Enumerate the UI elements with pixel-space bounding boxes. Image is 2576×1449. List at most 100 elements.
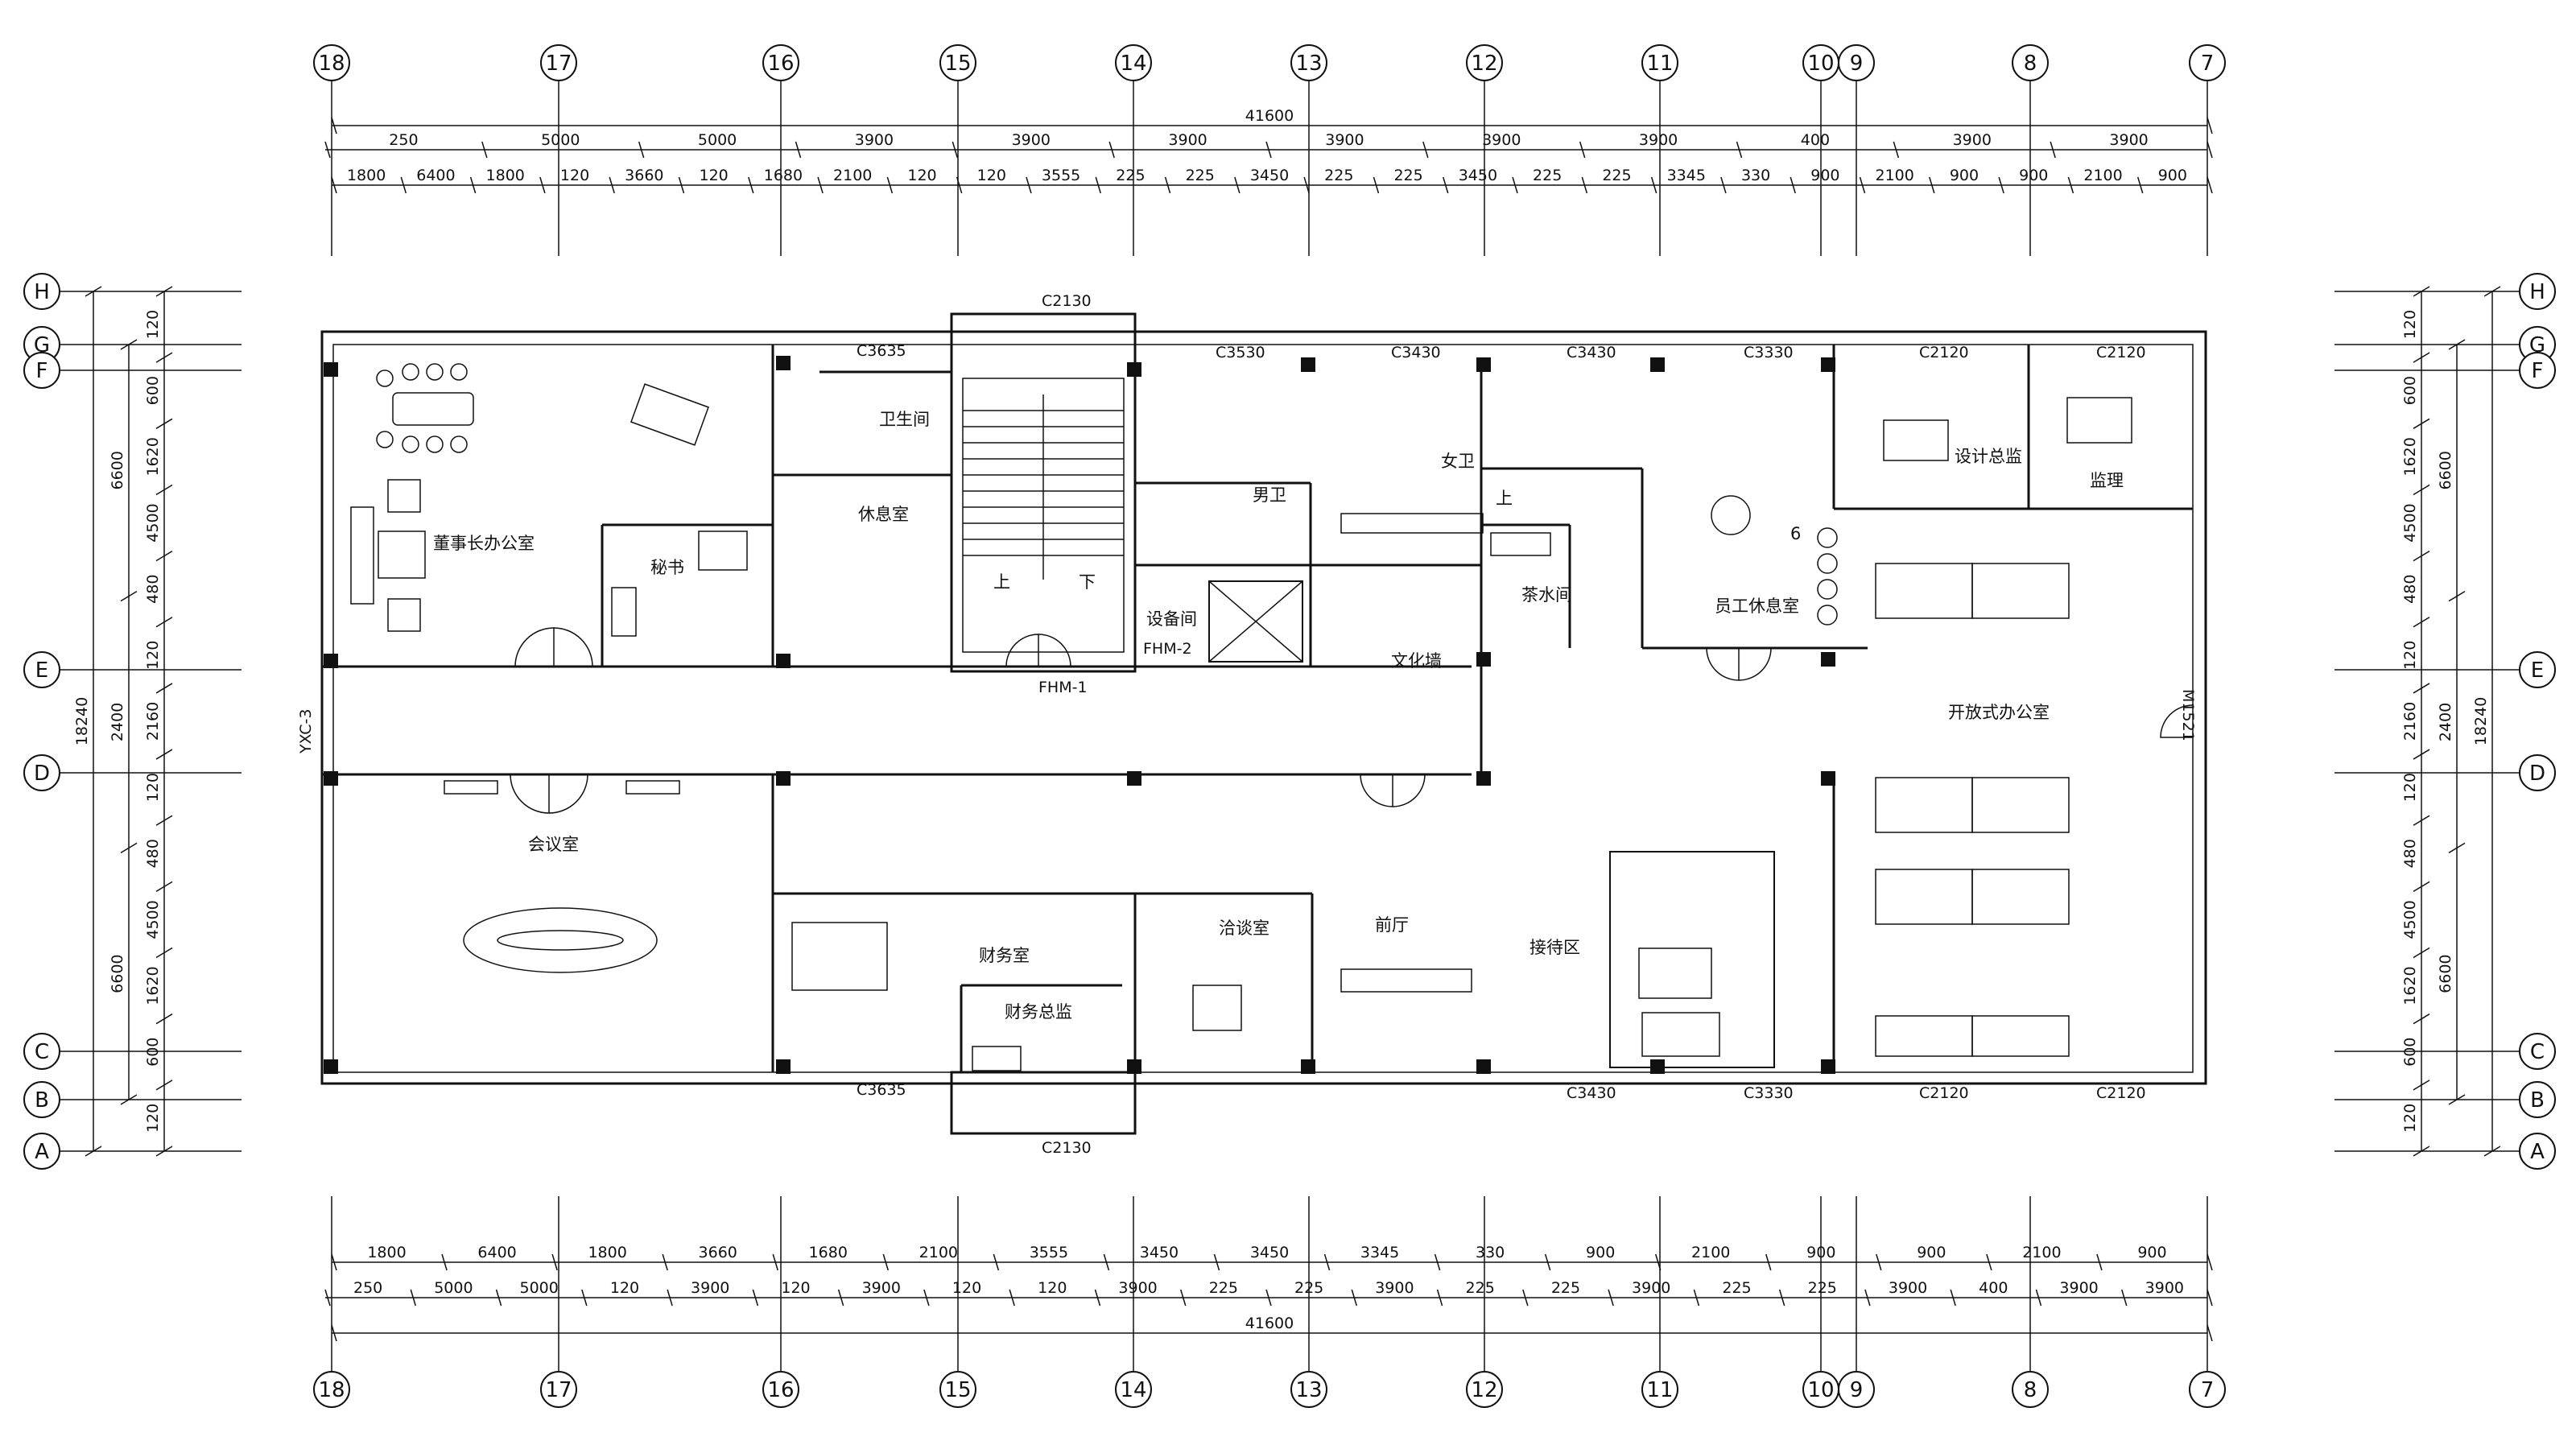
staircase [962,378,1125,653]
dim-top-row1-tick [324,141,331,159]
axis-label-14: 14 [1120,52,1146,76]
dim-bottom-row2-tick [1693,1289,1700,1307]
dim-left-total-value: 18240 [73,697,91,745]
dim-bottom-row1-value: 6400 [477,1244,516,1261]
dim-left-detail-value: 600 [144,1038,162,1067]
dim-left-detail-tick [155,1013,173,1025]
axis-label-H: H [34,280,50,304]
dim-top-row2-value: 6400 [416,167,455,184]
room-labels: 董事长办公室 秘书 卫生间 休息室 设备间 茶水间 文化墙 员工休息室 设计总监… [433,410,2124,1022]
dim-bottom-row1-value: 2100 [1691,1244,1730,1261]
dim-top-row2-tick [609,176,615,194]
dim-top-row2-value: 3660 [625,167,663,184]
dim-top-row2-value: 900 [2158,167,2187,184]
dim-bottom-row1-value: 3450 [1140,1244,1179,1261]
axis-label-9: 9 [1850,1378,1864,1402]
dim-left-detail-tick [155,617,173,628]
room-negotiation: 洽谈室 [1219,919,1269,938]
dim-left-detail-tick [155,947,173,959]
dim-right-detail-tick [2413,815,2430,826]
dim-left-detail-value: 120 [144,310,162,339]
dim-top-row2-tick [539,176,546,194]
dim-bottom-total-tick [2207,1324,2213,1342]
dim-left-mid-tick [120,339,138,350]
dim-top-row2-tick [1859,176,1866,194]
dim-top-row1-value: 3900 [1482,131,1521,149]
dim-bottom-row2-value: 225 [1466,1279,1495,1297]
dim-top-row1-value: 3900 [1325,131,1364,149]
axis-label-14: 14 [1120,1378,1146,1402]
axis-label-7: 7 [2201,1378,2215,1402]
axis-label-D: D [34,762,50,786]
dim-left-total-tick [85,286,102,297]
axis-label-9: 9 [1850,52,1864,76]
dim-top-row2-value: 225 [1186,167,1215,184]
dim-right-detail-value: 2160 [2401,702,2419,741]
dim-top-row1-value: 250 [389,131,418,149]
dim-left-mid-tick [120,591,138,602]
dim-bottom-row2-value: 3900 [1375,1279,1414,1297]
dim-bottom-row2-tick [667,1289,673,1307]
dim-bottom-row1-value: 1680 [809,1244,848,1261]
axis-label-8: 8 [2024,1378,2037,1402]
window-bottom-c2130: C2130 [1042,1139,1092,1157]
window-top-c3330: C3330 [1744,344,1794,361]
room-supervisor: 监理 [2090,471,2124,490]
dim-right-mid-tick [2448,591,2466,602]
window-top-c3430-a: C3430 [1391,344,1441,361]
dim-top-row1-tick [1736,141,1743,159]
dim-right-mid-tick [2448,842,2466,853]
room-reception: 接待区 [1530,938,1580,957]
dim-right-mid-tick [2448,1094,2466,1105]
dim-top-row1-value: 3900 [1168,131,1207,149]
dim-left-detail-tick [155,749,173,760]
dim-bottom-row1-value: 900 [2137,1244,2166,1261]
dim-right-detail-value: 120 [2401,1104,2419,1133]
dim-top-row1-tick [1108,141,1115,159]
dim-right-detail-value: 120 [2401,310,2419,339]
window-top-c3530: C3530 [1216,344,1265,361]
dim-left-detail-tick [155,815,173,826]
room-men-wc: 男卫 [1253,485,1286,505]
window-bottom-c3430: C3430 [1567,1084,1616,1102]
dim-top-total-value: 41600 [1245,107,1294,125]
window-labels: C3635 C2130 C3530 C3430 C3430 C3330 C212… [297,292,2197,1157]
dim-bottom-row2-value: 5000 [520,1279,559,1297]
dim-bottom-total-value: 41600 [1245,1315,1294,1332]
dim-top-row1-value: 3900 [2109,131,2148,149]
dim-right-detail-tick [2413,352,2430,363]
axis-grid: 1818171716161515141413131212111110109988… [23,44,2556,1408]
dim-bottom-row2-tick [2207,1289,2213,1307]
dim-top-total-tick [2207,117,2213,134]
axis-label-C: C [35,1040,49,1064]
dim-bottom-total-tick [331,1324,337,1342]
dim-top-row2-tick [1512,176,1518,194]
dim-top-row2-value: 3450 [1459,167,1497,184]
dim-top-row2-value: 120 [560,167,589,184]
dim-top-row2-value: 120 [907,167,936,184]
dim-right-detail-tick [2413,683,2430,694]
dim-bottom-row2-tick [1950,1289,1956,1307]
room-finance-director: 财务总监 [1005,1002,1072,1022]
dim-top-row2-tick [1026,176,1032,194]
window-bottom-c3330: C3330 [1744,1084,1794,1102]
dim-bottom-row1-value: 2100 [919,1244,958,1261]
dim-top-row1-value: 3900 [1012,131,1051,149]
dim-bottom-row2-tick [1351,1289,1357,1307]
room-lounge: 休息室 [858,505,909,524]
dim-right-detail-value: 4500 [2401,900,2419,939]
axis-label-11: 11 [1646,1378,1673,1402]
dim-bottom-row2-value: 120 [781,1279,810,1297]
dim-bottom-row2-tick [1009,1289,1015,1307]
dim-bottom-row2-value: 225 [1294,1279,1323,1297]
dim-top-row1-tick [1579,141,1586,159]
dim-right-detail-tick [2413,1013,2430,1025]
dim-bottom-row1-tick [1434,1253,1441,1271]
dim-bottom-row2-value: 3900 [1118,1279,1157,1297]
dim-top-row2-tick [1164,176,1171,194]
room-toilet: 卫生间 [879,410,930,429]
dim-left-detail-tick [155,550,173,562]
dim-top-row2-value: 2100 [833,167,872,184]
dim-bottom-row1-value: 3450 [1250,1244,1289,1261]
dim-top-row2-value: 330 [1741,167,1770,184]
